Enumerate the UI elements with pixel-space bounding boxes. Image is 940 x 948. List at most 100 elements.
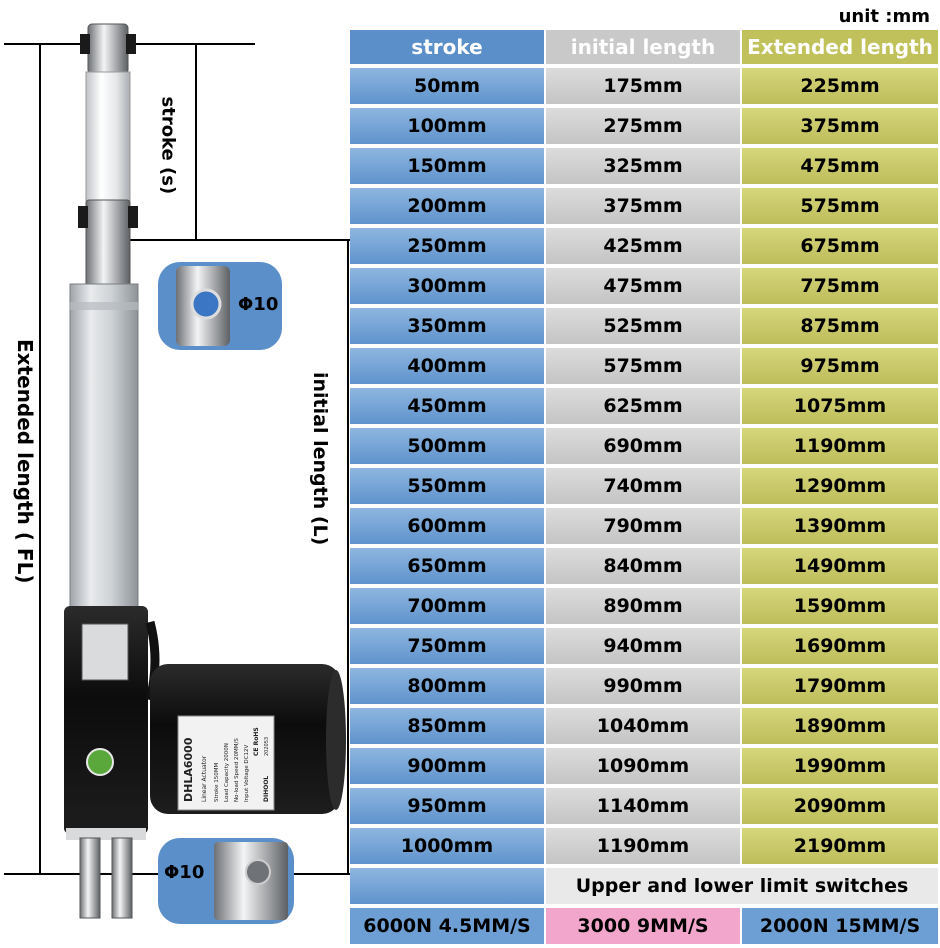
label-line-4: Input Voltage DC12V: [244, 745, 250, 802]
stroke-cell: 650mm: [350, 548, 546, 588]
initial-length-cell: 740mm: [546, 468, 742, 508]
initial-length-cell: 375mm: [546, 188, 742, 228]
initial-length-cell: 990mm: [546, 668, 742, 708]
hole-top-diameter: Φ10: [238, 294, 279, 315]
extended-length-cell: 1075mm: [742, 388, 940, 428]
stroke-dim-label: stroke (s): [157, 96, 179, 195]
bottom-mount: [66, 828, 146, 840]
spec-table: stroke initial length Extended length 50…: [350, 30, 940, 948]
initial-length-cell: 940mm: [546, 628, 742, 668]
stroke-cell: 300mm: [350, 268, 546, 308]
label-line-3: No-load Speed 20MM/S: [234, 738, 240, 802]
stroke-cell: 600mm: [350, 508, 546, 548]
extended-length-cell: 975mm: [742, 348, 940, 388]
initial-length-cell: 1040mm: [546, 708, 742, 748]
actuator-drawing: DHLA6000 Linear Actuator Stroke 150MM Lo…: [4, 23, 350, 924]
extended-length-cell: 675mm: [742, 228, 940, 268]
speed-option-2: 3000 9MM/S: [546, 908, 742, 948]
label-title: Linear Actuator: [201, 755, 208, 802]
stroke-cell: 900mm: [350, 748, 546, 788]
speed-option-1: 6000N 4.5MM/S: [350, 908, 546, 948]
label-line-2: Load Capacity 2000N: [224, 743, 230, 802]
table-header-row: stroke initial length Extended length: [350, 30, 940, 68]
stroke-cell: 950mm: [350, 788, 546, 828]
initial-length-cell: 790mm: [546, 508, 742, 548]
hole-detail-bottom: [158, 838, 294, 924]
stroke-cell: 100mm: [350, 108, 546, 148]
initial-length-cell: 1190mm: [546, 828, 742, 868]
initial-length-cell: 475mm: [546, 268, 742, 308]
stroke-cell: 350mm: [350, 308, 546, 348]
label-line-1: Stroke 150MM: [214, 762, 220, 802]
actuator-illustration: DHLA6000 Linear Actuator Stroke 150MM Lo…: [0, 0, 350, 940]
label-plate: DHLA6000 Linear Actuator Stroke 150MM Lo…: [177, 715, 275, 811]
stroke-cell: 250mm: [350, 228, 546, 268]
bottom-clevis: [79, 837, 133, 919]
stroke-cell: 700mm: [350, 588, 546, 628]
inner-rod: [85, 71, 131, 203]
quality-sticker: [86, 748, 114, 776]
speed-options-row: 6000N 4.5MM/S 3000 9MM/S 2000N 15MM/S: [350, 908, 940, 948]
rod-end-top: [80, 23, 136, 75]
extended-length-cell: 1390mm: [742, 508, 940, 548]
unit-label: unit :mm: [838, 6, 930, 27]
initial-length-cell: 175mm: [546, 68, 742, 108]
initial-length-cell: 890mm: [546, 588, 742, 628]
stroke-cell: 400mm: [350, 348, 546, 388]
stroke-cell: 800mm: [350, 668, 546, 708]
extended-length-cell: 775mm: [742, 268, 940, 308]
stroke-cell: 750mm: [350, 628, 546, 668]
extended-length-cell: 1990mm: [742, 748, 940, 788]
label-brand: DHLA6000: [182, 737, 195, 802]
initial-length-cell: 625mm: [546, 388, 742, 428]
extended-length-cell: 2190mm: [742, 828, 940, 868]
extended-length-cell: 1890mm: [742, 708, 940, 748]
extended-length-cell: 1490mm: [742, 548, 940, 588]
limit-switch-note: Upper and lower limit switches: [546, 868, 940, 908]
stroke-cell: 200mm: [350, 188, 546, 228]
extended-length-cell: 225mm: [742, 68, 940, 108]
extended-length-cell: 2090mm: [742, 788, 940, 828]
extended-length-dim-label: Extended length ( FL): [13, 339, 37, 584]
extended-length-cell: 575mm: [742, 188, 940, 228]
rod-collar: [78, 199, 138, 287]
extended-length-cell: 1790mm: [742, 668, 940, 708]
hole-detail-top: [158, 262, 282, 350]
stroke-cell: 550mm: [350, 468, 546, 508]
header-extended-length: Extended length: [742, 30, 940, 68]
label-maker: DIHOOL: [263, 776, 270, 802]
extended-length-cell: 875mm: [742, 308, 940, 348]
extended-length-cell: 1590mm: [742, 588, 940, 628]
initial-length-cell: 575mm: [546, 348, 742, 388]
initial-length-cell: 425mm: [546, 228, 742, 268]
extended-length-cell: 1690mm: [742, 628, 940, 668]
initial-length-cell: 1090mm: [546, 748, 742, 788]
stroke-cell: 850mm: [350, 708, 546, 748]
label-date: 202053: [264, 737, 270, 756]
header-stroke: stroke: [350, 30, 546, 68]
label-marks: CE RoHS: [253, 727, 260, 756]
stroke-cell: 500mm: [350, 428, 546, 468]
stroke-cell: 1000mm: [350, 828, 546, 868]
initial-length-cell: 275mm: [546, 108, 742, 148]
header-initial-length: initial length: [546, 30, 742, 68]
hole-bottom-diameter: Φ10: [164, 862, 205, 883]
